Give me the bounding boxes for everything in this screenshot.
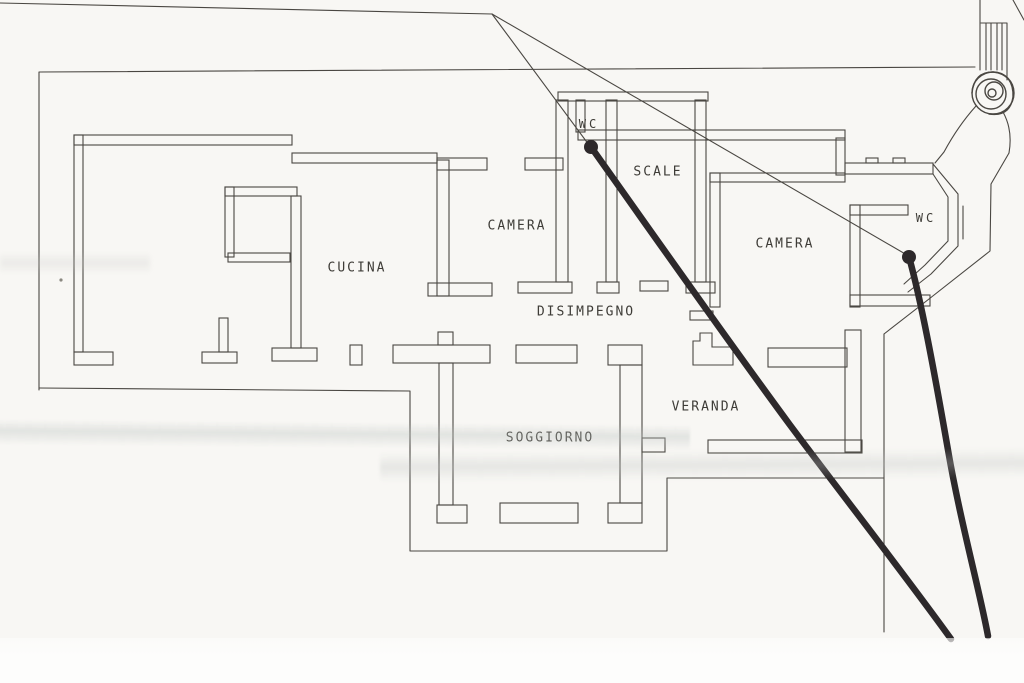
walls-left-block <box>73 134 493 366</box>
room-label-scale: SCALE <box>633 164 683 180</box>
room-label-wc-left: WC <box>578 117 600 131</box>
room-label-disimpegno: DISIMPEGNO <box>536 304 636 320</box>
room-label-wc-right: WC <box>915 211 937 225</box>
stair-hatch <box>980 22 1008 81</box>
terrace-curve-left <box>934 105 977 164</box>
callout-stem-line <box>0 2 493 15</box>
terrace-curve-right <box>1002 111 1011 154</box>
room-label-cucina: CUCINA <box>327 260 387 276</box>
corner-diagonal <box>1012 0 1024 21</box>
room-label-camera-right: CAMERA <box>755 236 815 252</box>
leader-line-wc-left <box>491 13 590 146</box>
walls-corridor-piers <box>201 317 363 366</box>
leader-line-wc-right <box>491 13 908 256</box>
wc-left-marker-line <box>587 143 955 643</box>
outer-boundary-bay <box>883 152 1010 335</box>
outer-boundary-bottom <box>38 387 885 552</box>
walls-soggiorno <box>392 331 666 524</box>
walls-wc-bay <box>844 157 964 308</box>
room-label-soggiorno: SOGGIORNO <box>505 430 595 446</box>
walls-right-block <box>575 99 863 454</box>
spiral-stair-icon <box>971 71 1015 116</box>
room-label-veranda: VERANDA <box>671 399 741 415</box>
room-label-camera-left: CAMERA <box>487 218 547 234</box>
scan-speck <box>59 278 63 282</box>
walls-center-block <box>517 91 716 321</box>
wc-right-marker-line <box>905 253 992 640</box>
outer-boundary-top-left <box>38 66 976 391</box>
